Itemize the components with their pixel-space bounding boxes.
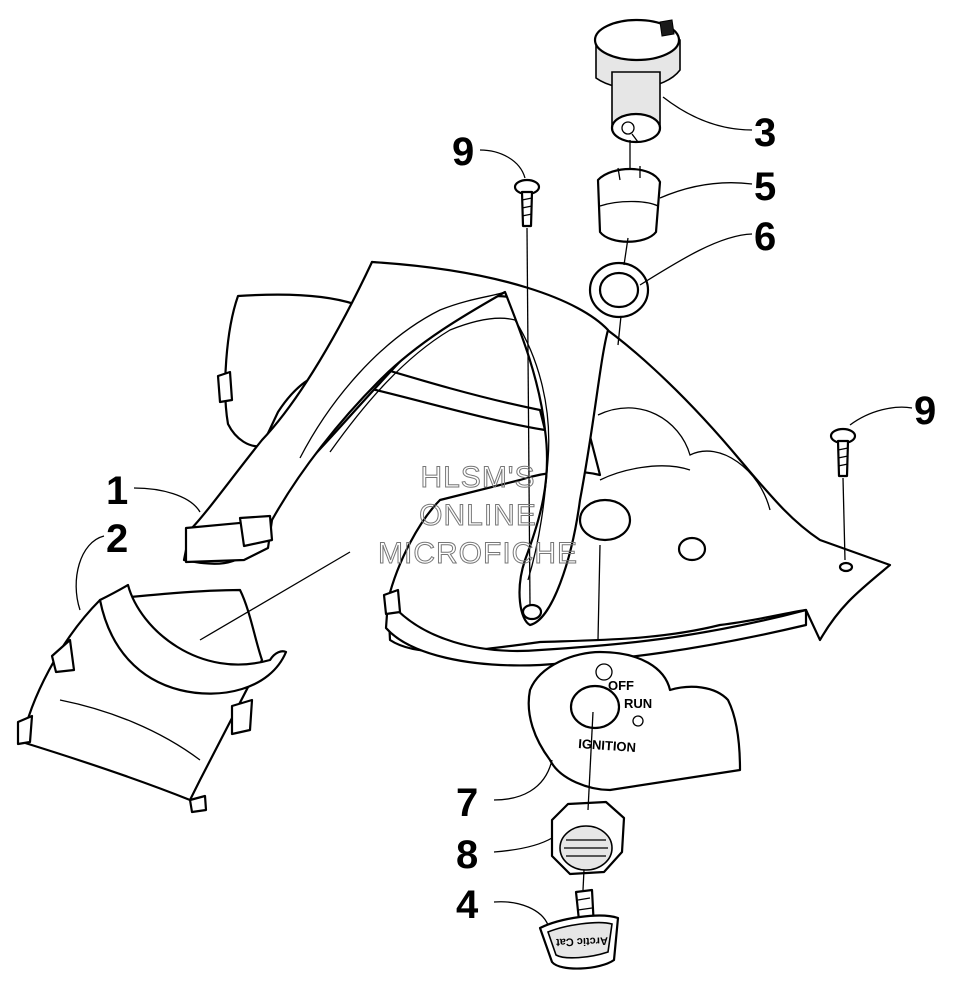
watermark-line-1: HLSM'S	[420, 461, 535, 494]
ignition-hole	[578, 498, 632, 542]
key-logo-text: Arctic Cat	[555, 934, 608, 948]
switch-sleeve	[596, 166, 662, 243]
ignition-decal: OFF RUN IGNITION	[527, 650, 742, 792]
watermark-line-3: MICROFICHE	[378, 537, 578, 570]
decal-off-label: OFF	[608, 678, 634, 693]
screw-hole-left	[521, 603, 543, 621]
screw-hole-right	[838, 561, 854, 573]
assembly-lines	[199, 140, 846, 891]
callout-5: 5	[754, 165, 776, 209]
callout-labels: 1 2 3 5 6 9 9 7 8 4	[106, 111, 936, 927]
callout-8: 8	[456, 833, 478, 877]
decal-run-label: RUN	[624, 696, 652, 711]
watermark-line-2: ONLINE	[419, 499, 537, 532]
ignition-switch	[593, 18, 681, 144]
callout-9-right: 9	[914, 389, 936, 433]
console-housing	[182, 260, 892, 667]
callout-3: 3	[754, 111, 776, 155]
mounting-hole	[677, 536, 707, 562]
watermark: HLSM'S ONLINE MICROFICHE	[378, 461, 578, 571]
front-cover	[16, 583, 288, 814]
callout-7: 7	[456, 781, 478, 825]
screw-right	[829, 427, 857, 478]
lock-washer	[588, 261, 650, 319]
callout-leaders	[75, 96, 913, 926]
screw-left	[513, 178, 541, 228]
indicator-dot-off	[595, 663, 613, 681]
decal-ignition-label: IGNITION	[578, 736, 637, 755]
callout-1: 1	[106, 469, 128, 513]
hex-nut	[550, 800, 626, 876]
callout-9-left: 9	[452, 130, 474, 174]
callout-6: 6	[754, 215, 776, 259]
ignition-key: Arctic Cat	[538, 888, 620, 970]
callout-4: 4	[456, 883, 479, 927]
callout-2: 2	[106, 517, 128, 561]
indicator-dot-run	[632, 715, 644, 727]
